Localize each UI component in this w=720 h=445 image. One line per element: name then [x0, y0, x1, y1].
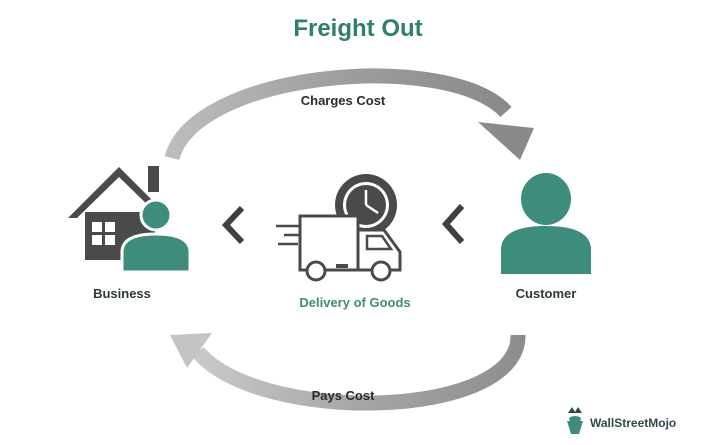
- chevron-left-icon: [221, 205, 245, 245]
- pays-cost-label: Pays Cost: [312, 388, 376, 403]
- chevron-left-icon: [441, 204, 465, 244]
- wallstreetmojo-logo-icon: [567, 407, 583, 434]
- charges-cost-label: Charges Cost: [301, 93, 386, 108]
- customer-label: Customer: [516, 286, 577, 301]
- brand-name: WallStreetMojo: [590, 416, 676, 430]
- business-label: Business: [93, 286, 151, 301]
- bottom-flow-arrow: [170, 333, 526, 411]
- delivery-of-goods-label: Delivery of Goods: [299, 295, 410, 310]
- business-icon: [68, 166, 192, 274]
- top-flow-arrow: [164, 68, 534, 161]
- customer-icon: [501, 173, 591, 274]
- page-title: Freight Out: [293, 15, 422, 42]
- delivery-truck-icon: [276, 174, 402, 282]
